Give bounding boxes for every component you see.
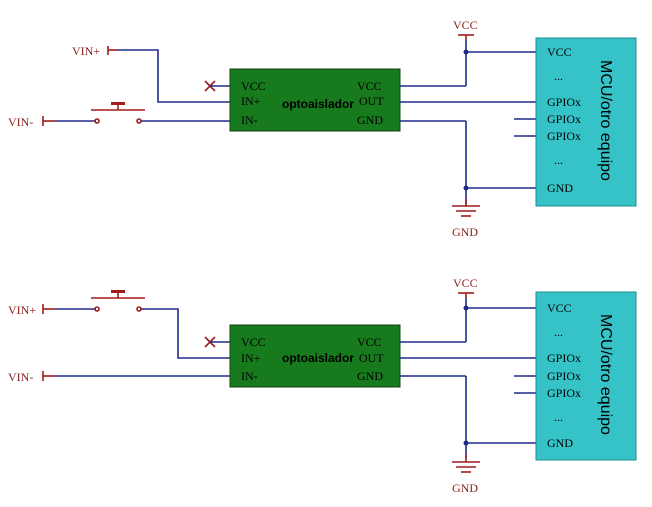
circuit-1: VIN+ VIN- VCC IN+ IN- optoaislador VCC [8, 18, 637, 239]
mcu-pin-gpio: GPIOx [547, 369, 581, 383]
vin-plus-wire [118, 49, 230, 103]
opto-pin-vcc-left: VCC [241, 335, 266, 349]
junction-dot [463, 185, 469, 191]
mcu-pin-vcc: VCC [547, 301, 572, 315]
mcu-block [535, 291, 637, 461]
optoisolator-label: optoaislador [282, 351, 354, 365]
mcu-block [535, 37, 637, 207]
opto-pin-in-minus: IN- [241, 369, 258, 383]
mcu-pin-gpio: GPIOx [547, 129, 581, 143]
optoisolator-block [229, 324, 401, 388]
vin-plus-wire-b [141, 308, 230, 359]
mcu-pin-vcc: VCC [547, 45, 572, 59]
push-button-switch [91, 290, 145, 312]
ground-symbol [452, 455, 480, 473]
mcu-pin-ellipsis: ... [554, 325, 563, 339]
opto-pin-gnd: GND [357, 369, 383, 383]
mcu-pin-gpio: GPIOx [547, 386, 581, 400]
optoisolator-label: optoaislador [282, 97, 354, 111]
mcu-pin-ellipsis: ... [554, 153, 563, 167]
junction-dot [463, 49, 469, 55]
junction-dot [463, 440, 469, 446]
circuit-2: VIN+ VIN- VCC IN+ IN- optoaislador VCC [8, 276, 637, 495]
opto-pin-in-plus: IN+ [241, 94, 261, 108]
opto-pin-gnd: GND [357, 113, 383, 127]
mcu-pin-ellipsis: ... [554, 410, 563, 424]
no-connect-mark [204, 80, 230, 92]
vin-minus-label: VIN- [8, 370, 33, 384]
gnd-label: GND [452, 481, 478, 495]
vcc-supply-label: VCC [453, 18, 478, 32]
vin-plus-label: VIN+ [8, 303, 36, 317]
opto-pin-in-minus: IN- [241, 113, 258, 127]
vin-minus-label: VIN- [8, 115, 33, 129]
vin-plus-label: VIN+ [72, 44, 100, 58]
junction-dot [463, 305, 469, 311]
mcu-pin-gpio: GPIOx [547, 95, 581, 109]
mcu-pin-ellipsis: ... [554, 69, 563, 83]
no-connect-mark [204, 336, 230, 348]
push-button-switch [91, 102, 145, 124]
optoisolator-block [229, 68, 401, 132]
opto-pin-in-plus: IN+ [241, 351, 261, 365]
opto-pin-vcc-right: VCC [357, 79, 382, 93]
opto-pin-out: OUT [359, 351, 384, 365]
mcu-pin-gpio: GPIOx [547, 112, 581, 126]
mcu-pin-gnd: GND [547, 181, 573, 195]
mcu-pin-gnd: GND [547, 436, 573, 450]
vcc-supply-label: VCC [453, 276, 478, 290]
gnd-label: GND [452, 225, 478, 239]
mcu-title: MCU/otro equipo [597, 60, 614, 181]
opto-pin-vcc-right: VCC [357, 335, 382, 349]
ground-symbol [452, 199, 480, 217]
mcu-title: MCU/otro equipo [597, 314, 614, 435]
opto-pin-out: OUT [359, 94, 384, 108]
opto-pin-vcc-left: VCC [241, 79, 266, 93]
mcu-pin-gpio: GPIOx [547, 351, 581, 365]
